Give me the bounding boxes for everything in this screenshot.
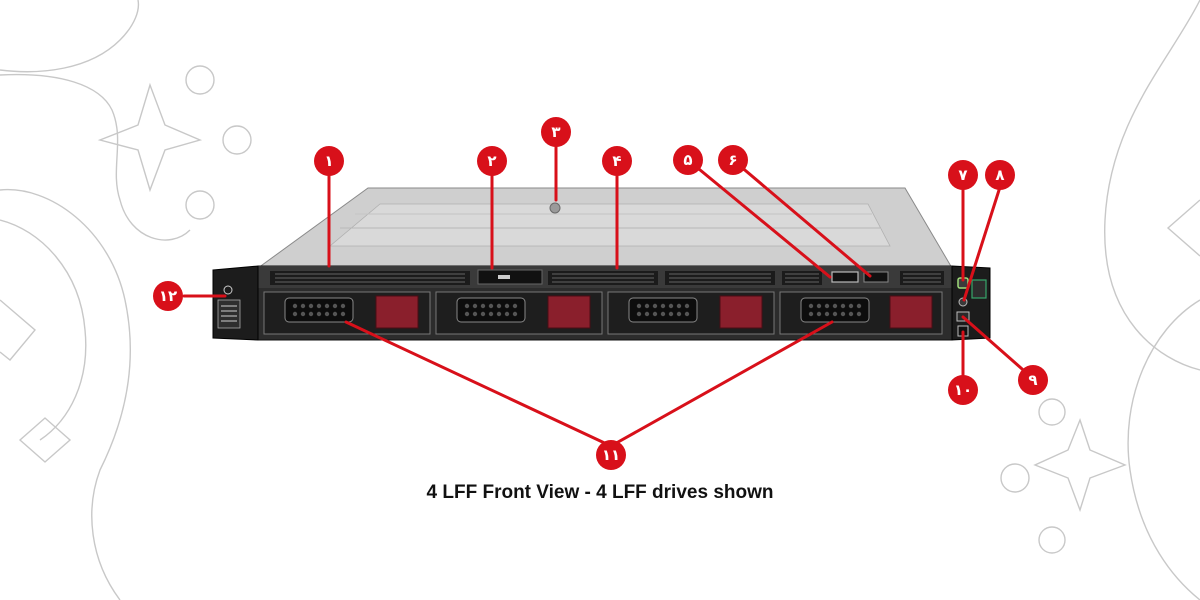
callout-lines <box>182 143 1032 448</box>
drive-release-handle <box>719 295 763 329</box>
callout-label-2: ۲ <box>487 152 496 170</box>
callout-label-4: ۴ <box>612 152 621 170</box>
callout-8: ۸ <box>985 160 1015 190</box>
callout-label-11: ۱۱ <box>602 446 620 464</box>
serial-label-tab <box>217 299 241 329</box>
display-port <box>863 271 889 283</box>
callout-4: ۴ <box>602 146 632 176</box>
callout-9: ۹ <box>1018 365 1048 395</box>
top-cover-latch <box>549 202 561 214</box>
callout-7: ۷ <box>948 160 978 190</box>
callout-label-1: ۱ <box>324 152 333 170</box>
health-led <box>971 279 987 299</box>
callout-5: ۵ <box>673 145 703 175</box>
callout-1: ۱ <box>314 146 344 176</box>
callout-10: ۱۰ <box>948 375 978 405</box>
usb-port <box>831 271 859 283</box>
callout-label-10: ۱۰ <box>954 381 972 399</box>
callout-label-7: ۷ <box>958 166 967 184</box>
server-chassis <box>212 187 991 341</box>
drive-bay-2 <box>435 291 603 335</box>
callout-3: ۳ <box>541 117 571 147</box>
callout-label-5: ۵ <box>683 151 692 169</box>
left-rack-ear <box>212 265 259 341</box>
drive-bays <box>263 291 943 335</box>
drive-bay-1 <box>263 291 431 335</box>
callout-12: ۱۲ <box>153 281 183 311</box>
callout-label-12: ۱۲ <box>159 287 177 305</box>
callout-markers: ۱ ۲ ۳ ۴ ۵ ۶ ۷ ۸ <box>153 117 1048 470</box>
callout-label-8: ۸ <box>995 166 1004 184</box>
callout-11: ۱۱ <box>596 440 626 470</box>
callout-label-9: ۹ <box>1028 371 1037 389</box>
drive-release-handle <box>375 295 419 329</box>
callout-label-3: ۳ <box>551 123 560 141</box>
drive-bay-4 <box>779 291 943 335</box>
drive-release-handle <box>889 295 933 329</box>
drive-release-handle <box>547 295 591 329</box>
figure-caption: 4 LFF Front View - 4 LFF drives shown <box>426 482 774 503</box>
callout-2: ۲ <box>477 146 507 176</box>
callout-6: ۶ <box>718 145 748 175</box>
drive-bay-3 <box>607 291 775 335</box>
callout-label-6: ۶ <box>728 151 737 169</box>
chassis-top-panel <box>328 203 891 247</box>
